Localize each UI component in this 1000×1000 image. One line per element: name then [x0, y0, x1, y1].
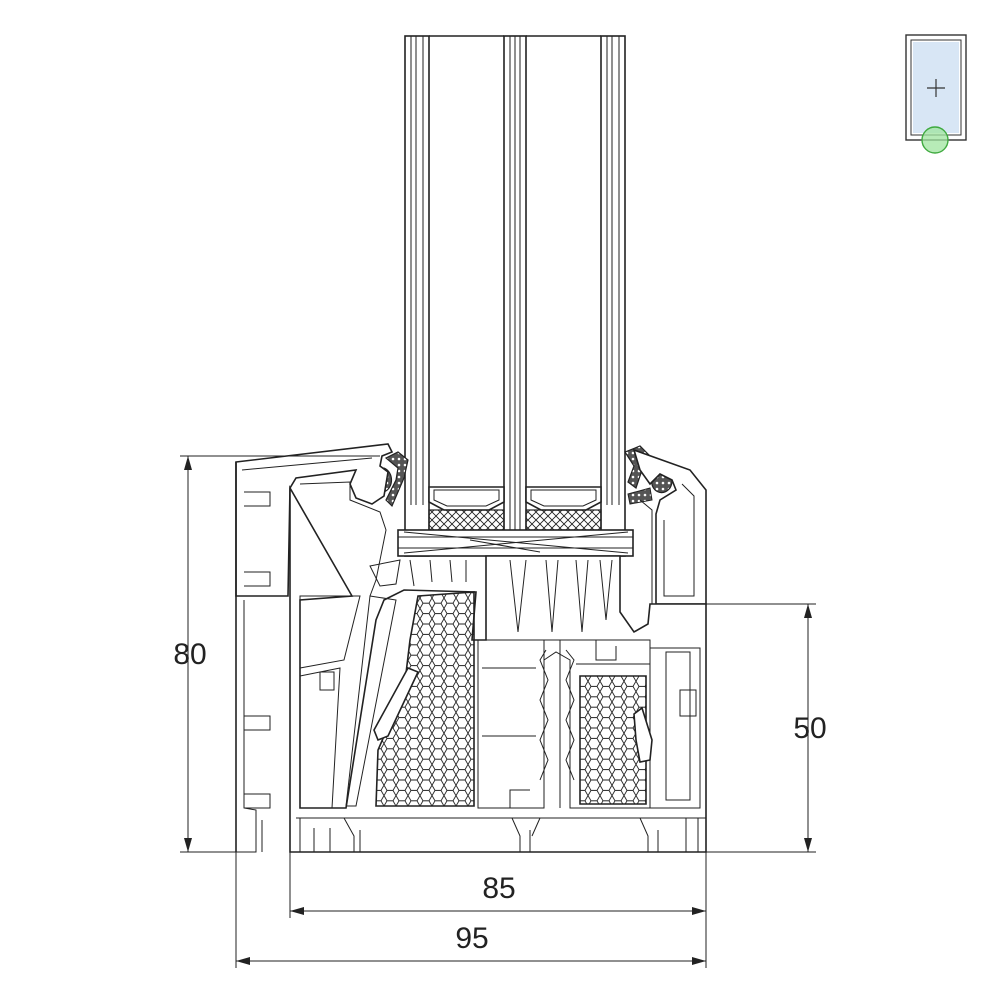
thermal-insulation-right — [579, 675, 653, 805]
glass-pane-inner — [600, 35, 626, 557]
glass-pane-outer — [404, 35, 430, 557]
section-marker-icon — [921, 126, 949, 154]
edge-seal-right — [525, 509, 602, 531]
glazing-bead-inner — [632, 448, 707, 605]
dimension-frame-depth: 85 — [289, 852, 707, 968]
edge-seal-left — [428, 509, 505, 531]
dimension-label-overall-height: 80 — [173, 638, 206, 671]
glazing-bead-legs — [369, 556, 613, 640]
triple-glazing-unit — [404, 35, 626, 557]
dimension-overall-height: 80 — [173, 455, 380, 853]
dimension-label-frame-depth: 85 — [482, 872, 515, 905]
window-position-icon — [905, 34, 967, 154]
glazing-bead-outer — [235, 443, 394, 597]
dimension-label-sash-height: 50 — [793, 712, 826, 745]
dimension-sash-height: 50 — [706, 603, 827, 853]
glazing-block — [397, 529, 634, 557]
thermal-insulation-left — [373, 591, 475, 807]
dimension-label-overall-depth: 95 — [455, 922, 488, 955]
dimension-overall-depth: 95 — [235, 852, 706, 968]
